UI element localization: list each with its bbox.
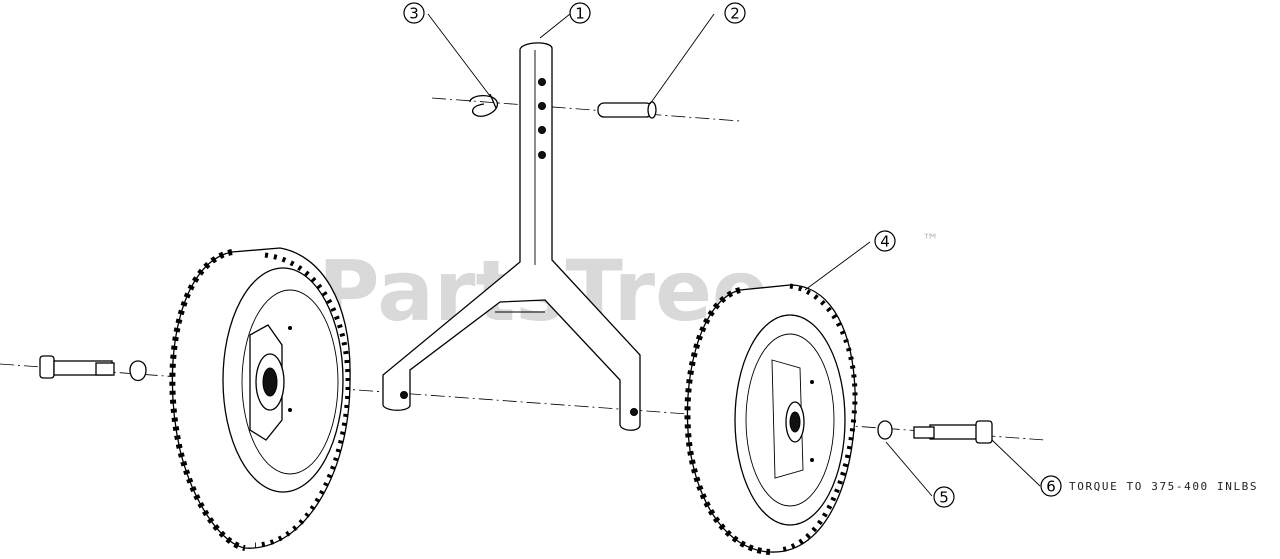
bracket-foot-hole [400,391,408,399]
right-bolt-shank [929,424,979,440]
torque-note: TORQUE TO 375-400 INLBS [1069,480,1258,493]
left-bolt-thread [95,362,115,376]
clevis-pin[interactable] [597,101,657,119]
clevis-pin-body [597,102,653,118]
left-hub-bearing [262,367,278,397]
right-tire-tread-edge [779,283,858,553]
bracket-hole [538,126,546,134]
callout-6[interactable]: 6 [1040,475,1062,497]
leader-lines [427,13,1041,497]
callout-circle [933,486,955,508]
left-rim-bolt [288,326,292,330]
callout-circle [874,230,896,252]
callout-4[interactable]: 4 [874,230,896,252]
leader-5 [885,441,933,497]
clip-loop [469,95,499,117]
clip-leg [489,93,497,109]
callout-2[interactable]: 2 [724,2,746,24]
callout-number: 3 [409,5,419,23]
right-rim-bolt [810,458,814,462]
callout-circle [724,2,746,24]
right-bolt-assembly[interactable] [913,420,993,444]
left-spacer [129,360,147,382]
bracket-hole [538,151,546,159]
right-tire-tread [684,287,771,555]
left-rim-bolt [288,408,292,412]
right-spacer-body [877,420,893,440]
right-hub-bearing [789,411,801,433]
watermark: PartsTree ™ [318,231,939,340]
leader-1 [539,13,571,39]
right-wheel[interactable] [684,283,858,555]
callout-number: 6 [1046,478,1056,496]
leader-3 [427,13,491,97]
callout-circle [403,2,425,24]
pivot-bracket[interactable] [382,42,641,431]
left-rim-inner [241,289,339,475]
right-bolt-thread [913,426,935,439]
bracket-outline [382,42,641,431]
bracket-hole [538,78,546,86]
callout-5[interactable]: 5 [933,486,955,508]
callout-number: 1 [575,5,585,23]
callout-number: 4 [880,233,890,251]
hair-pin-clip[interactable] [469,93,499,117]
right-hub-spokes [771,359,804,479]
right-rim-inner [745,333,835,507]
upper-axis-line [431,97,741,122]
left-bolt-head [39,355,55,379]
callout-1[interactable]: 1 [569,2,591,24]
left-bolt-assembly[interactable] [39,355,147,382]
leader-6 [991,439,1041,487]
right-spacer[interactable] [877,420,893,440]
bracket-foot-hole [630,408,638,416]
right-bolt-head [975,420,993,444]
bracket-hole [538,102,546,110]
left-wheel[interactable] [169,247,351,551]
clevis-pin-head [647,101,657,119]
right-rim-bolt [810,380,814,384]
leader-4 [804,241,871,291]
callout-number: 2 [730,5,740,23]
callout-circle [569,2,591,24]
callout-number: 5 [939,489,949,507]
trademark-symbol: ™ [922,231,939,251]
callout-3[interactable]: 3 [403,2,425,24]
callout-circle [1040,475,1062,497]
leader-2 [649,13,715,105]
